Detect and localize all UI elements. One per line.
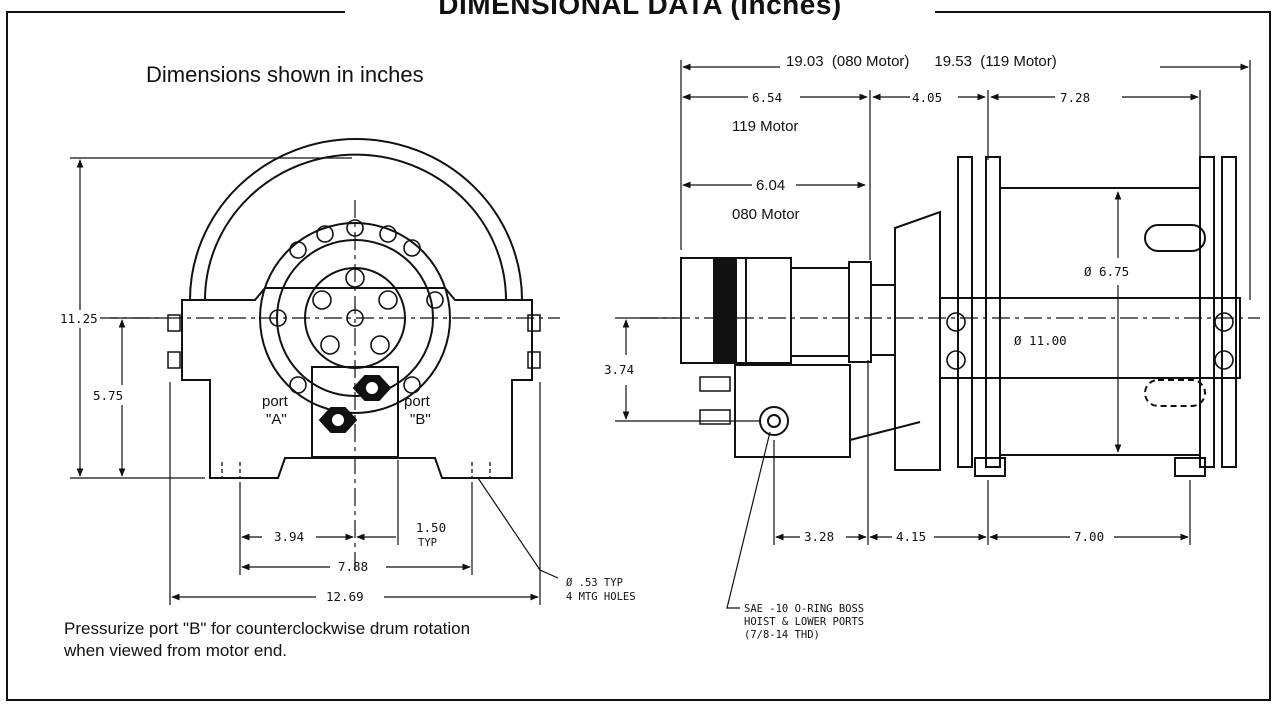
port-callout-line-3: (7/8-14 THD) <box>744 629 820 641</box>
front-view <box>100 138 560 570</box>
dim-mount-spacing-1: 4.15 <box>896 529 926 544</box>
port-fitting-side <box>759 406 789 436</box>
front-view-dimensions <box>70 157 559 605</box>
dim-gear-housing-length: 4.05 <box>912 90 942 105</box>
drum-outline <box>189 138 523 301</box>
side-view <box>640 156 1260 477</box>
dim-motor-080-length: 6.04 <box>756 177 785 194</box>
dim-port-to-mount: 3.28 <box>804 529 834 544</box>
dim-overall-length: 19.03 (080 Motor) 19.53 (119 Motor) <box>786 53 1057 70</box>
drum-flange-motor-side <box>957 156 973 468</box>
drum-flange-far-side <box>1199 156 1215 468</box>
dim-drum-length: 7.28 <box>1060 90 1090 105</box>
side-view-labels: 19.03 (080 Motor) 19.53 (119 Motor) 6.54… <box>604 53 1129 641</box>
mounting-hole-size: Ø .53 TYP <box>566 577 623 589</box>
dim-center-to-hole: 3.94 <box>274 529 304 544</box>
dim-port-offset-note: TYP <box>418 537 437 549</box>
dim-motor-119-length: 6.54 <box>752 90 782 105</box>
dim-overall-height: 11.25 <box>60 311 98 326</box>
port-b-word: port <box>404 393 431 410</box>
dim-hole-spacing: 7.88 <box>338 559 368 574</box>
pressurize-note: Pressurize port "B" for counterclockwise… <box>64 618 470 662</box>
dim-drum-diameter: Ø 6.75 <box>1084 264 1129 279</box>
housing-outline <box>181 287 533 479</box>
side-view-dimensions <box>615 60 1251 609</box>
gear-housing <box>894 210 941 471</box>
motor-119-label: 119 Motor <box>732 118 798 135</box>
dim-overall-width: 12.69 <box>326 589 364 604</box>
dim-centerline-height: 5.75 <box>93 388 123 403</box>
port-a-name: "A" <box>266 411 287 428</box>
pressurize-note-line-1: Pressurize port "B" for counterclockwise… <box>64 619 471 638</box>
dim-mount-spacing-2: 7.00 <box>1074 529 1104 544</box>
drum-inner-outline <box>204 153 507 301</box>
pressurize-note-line-2: when viewed from motor end. <box>64 641 287 660</box>
front-view-labels: 11.25 5.75 3.94 1.50 TYP 7.88 12.69 Ø .5… <box>60 311 636 604</box>
dim-port-offset: 1.50 <box>416 520 446 535</box>
dim-side-centerline-height: 3.74 <box>604 362 634 377</box>
units-note: Dimensions shown in inches <box>146 62 424 87</box>
mounting-hole-count: 4 MTG HOLES <box>566 591 636 603</box>
port-callout-line-2: HOIST & LOWER PORTS <box>744 616 864 628</box>
port-b-name: "B" <box>410 411 431 428</box>
page-title: DIMENSIONAL DATA (inches) <box>345 0 935 26</box>
port-callout-line-1: SAE -10 O-RING BOSS <box>744 603 864 615</box>
motor-080-label: 080 Motor <box>732 206 800 223</box>
dim-flange-diameter: Ø 11.00 <box>1014 333 1067 348</box>
port-a-word: port <box>262 393 289 410</box>
valve-block-side <box>734 364 851 458</box>
